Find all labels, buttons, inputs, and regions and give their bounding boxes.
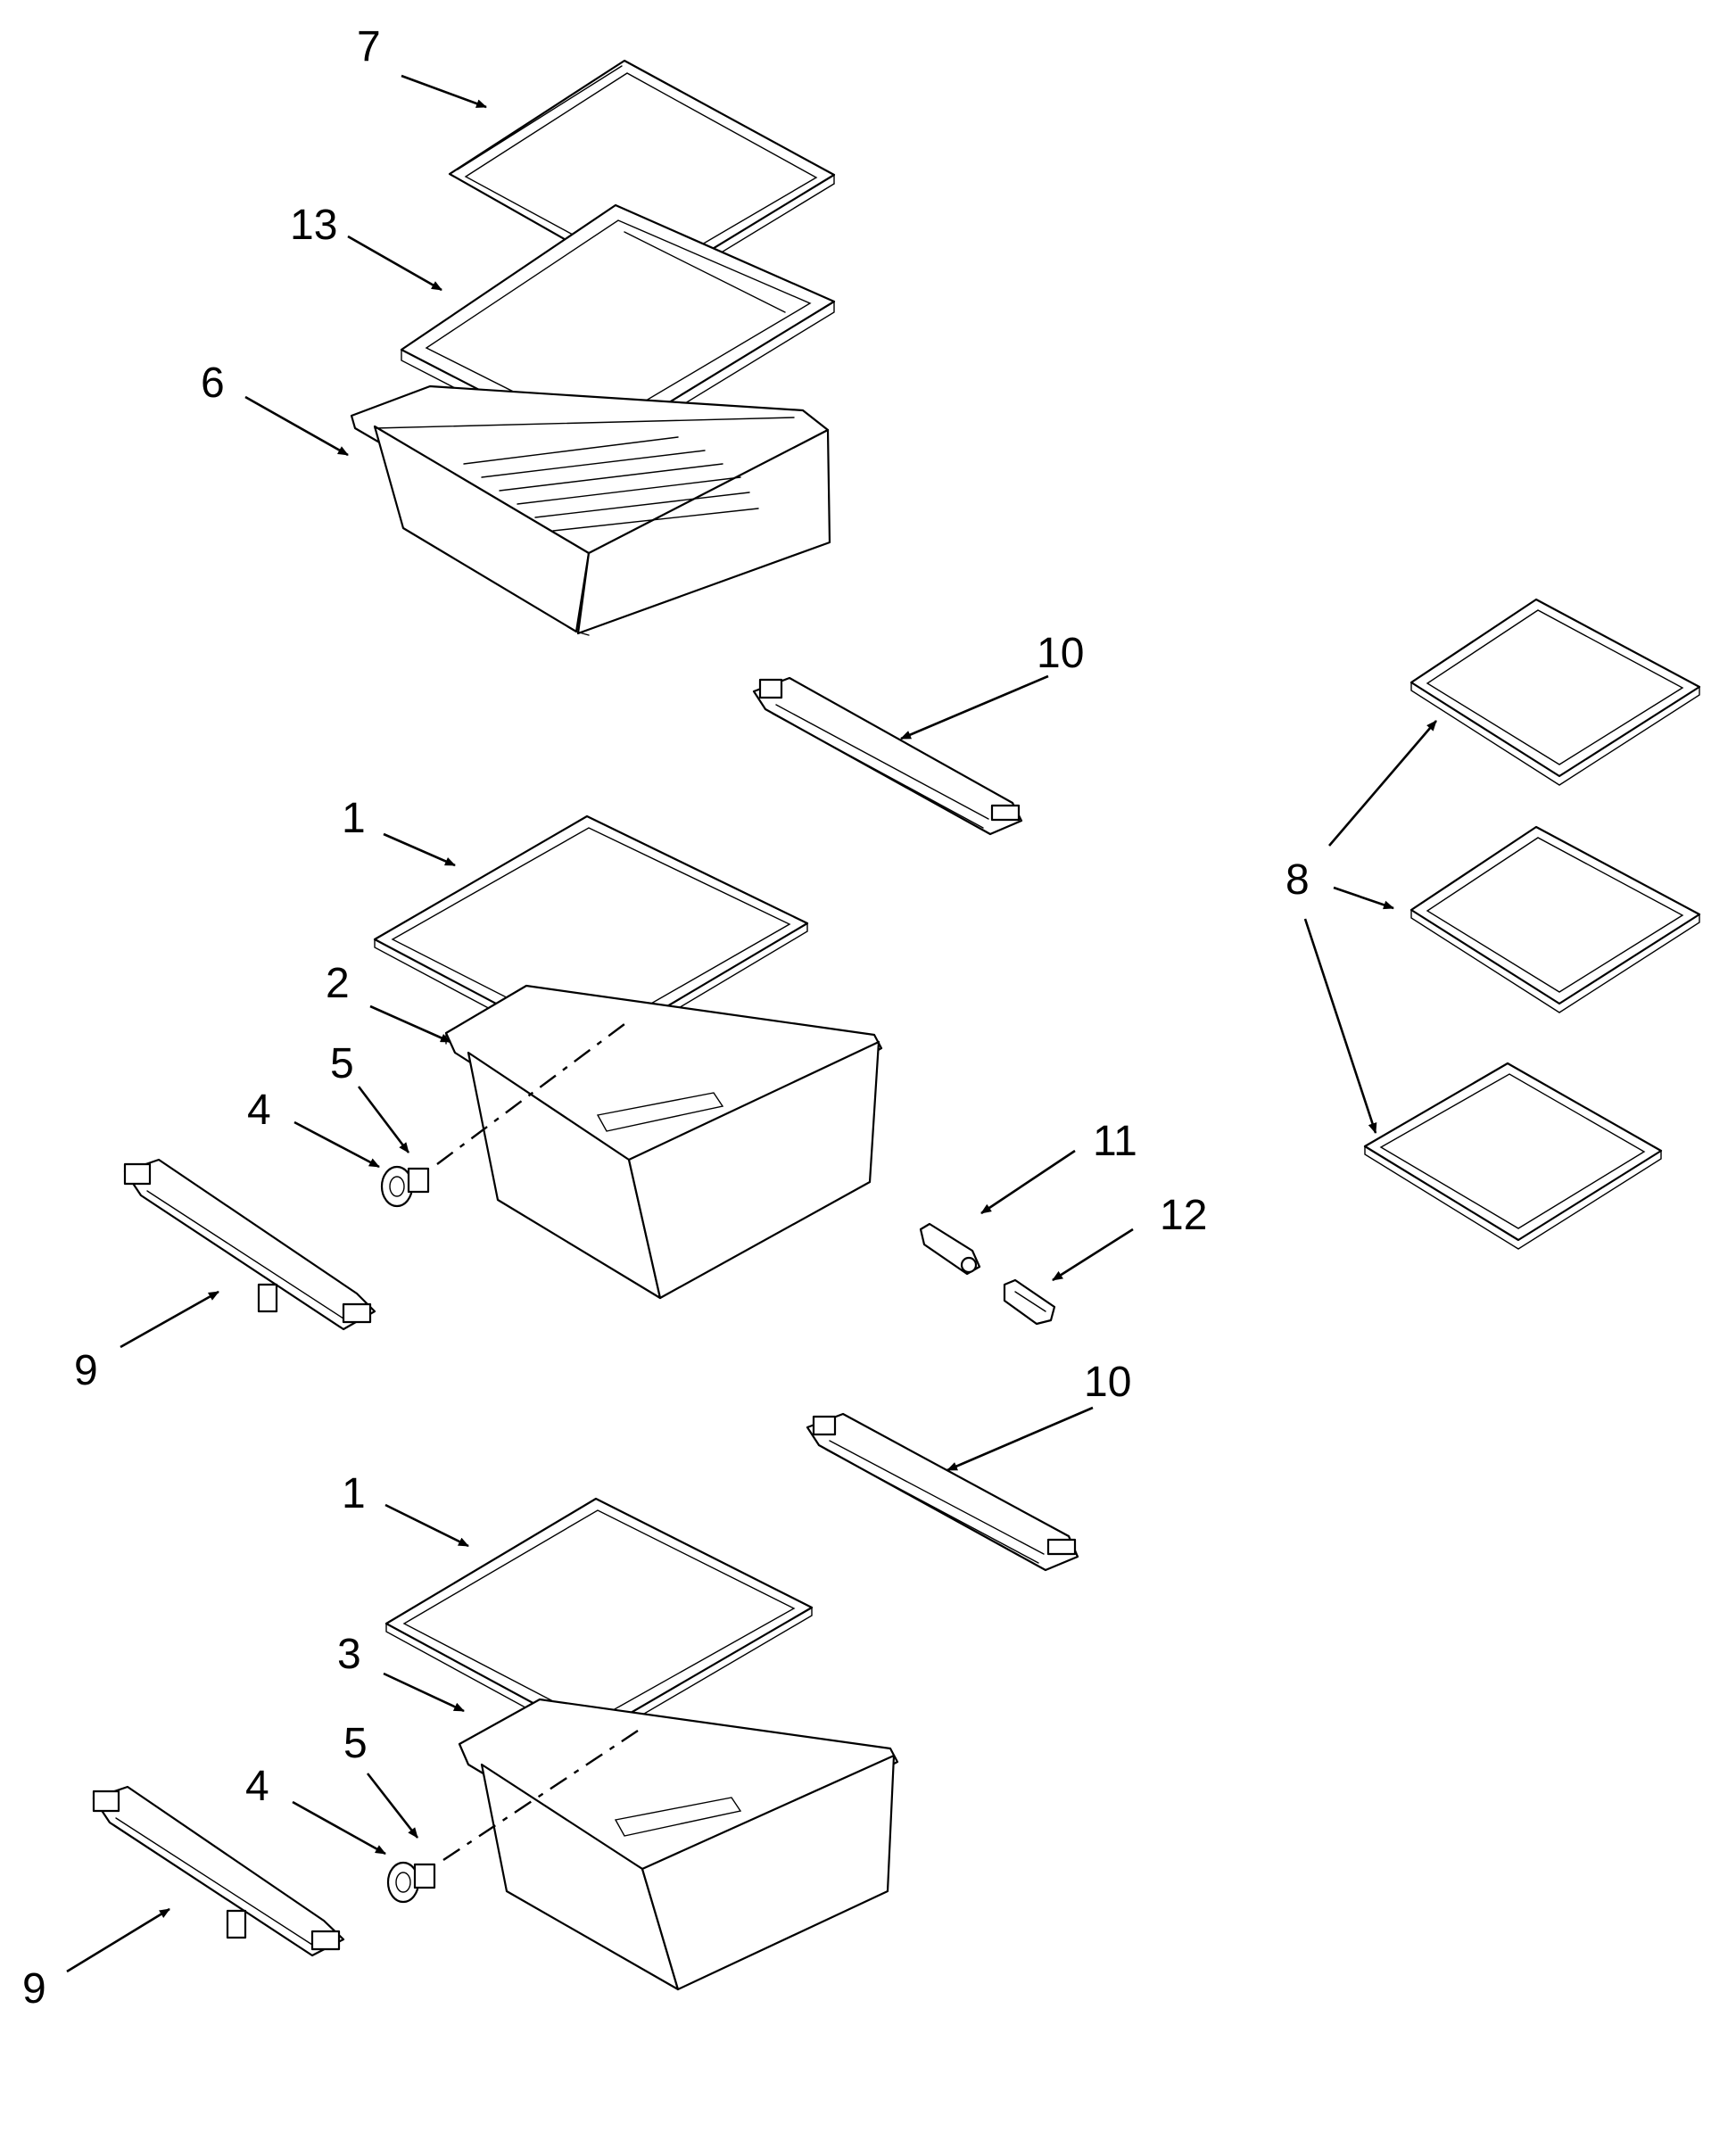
leader-5-bottom [366, 1773, 419, 1839]
leader-13 [347, 235, 442, 292]
leader-12 [1052, 1228, 1134, 1282]
leader-4-bottom [292, 1800, 386, 1856]
leader-4-top [293, 1120, 380, 1169]
callout-10-top: 10 [1037, 630, 1084, 677]
leader-6 [244, 395, 349, 457]
leader-9-top [120, 1290, 219, 1349]
leader-2 [369, 1004, 451, 1044]
callout-6: 6 [201, 360, 225, 407]
leader-8-b [1333, 886, 1394, 910]
callout-3: 3 [337, 1631, 361, 1678]
callout-5-bottom: 5 [343, 1720, 368, 1767]
callout-9-top: 9 [74, 1347, 98, 1394]
callout-11: 11 [1093, 1118, 1137, 1165]
callout-1-bottom: 1 [342, 1470, 366, 1517]
callout-12: 12 [1160, 1192, 1207, 1239]
callout-4-bottom: 4 [245, 1763, 269, 1810]
part-8-glass-shelf-1 [1409, 598, 1701, 786]
callout-7: 7 [357, 23, 381, 70]
part-8-glass-shelf-3 [1363, 1062, 1663, 1250]
callout-labels: 7 13 6 10 1 2 5 4 9 11 12 10 1 3 5 4 9 8 [22, 23, 1310, 2013]
callout-10-bottom: 10 [1084, 1359, 1131, 1406]
leader-1-top [383, 832, 456, 867]
part-9-side-rail-upper [123, 1158, 376, 1331]
callout-2: 2 [326, 960, 350, 1007]
leader-3 [383, 1672, 465, 1713]
callout-5-top: 5 [330, 1040, 354, 1087]
leader-5-top [357, 1086, 410, 1153]
leader-8-c [1303, 918, 1377, 1134]
part-8-glass-shelf-2 [1409, 825, 1701, 1013]
part-4-5-wheel-upper [380, 1023, 625, 1208]
part-9-side-rail-lower [92, 1785, 345, 1957]
callout-9-bottom: 9 [22, 1965, 46, 2013]
callout-8: 8 [1285, 856, 1310, 904]
leader-lines [66, 74, 1437, 1973]
leader-7 [401, 74, 487, 109]
leader-9-bottom [66, 1907, 170, 1973]
part-11-latch [919, 1222, 981, 1276]
leader-10-top [900, 674, 1049, 740]
part-3-drawer-lower [458, 1698, 899, 1991]
leader-1-bottom [384, 1503, 469, 1548]
part-12-clip [1003, 1278, 1056, 1326]
part-10-drawer-rail-top [752, 676, 1023, 836]
part-2-drawer-upper [444, 984, 883, 1300]
callout-4-top: 4 [247, 1087, 271, 1134]
leader-11 [980, 1149, 1076, 1215]
callout-13: 13 [290, 202, 337, 249]
callout-1-top: 1 [342, 795, 366, 842]
part-10-drawer-rail-bottom [806, 1412, 1079, 1572]
part-6-crisper-drawer [350, 384, 831, 636]
leader-8-a [1328, 720, 1437, 847]
part-4-5-wheel-lower [386, 1730, 639, 1904]
leader-10-bottom [947, 1406, 1094, 1472]
